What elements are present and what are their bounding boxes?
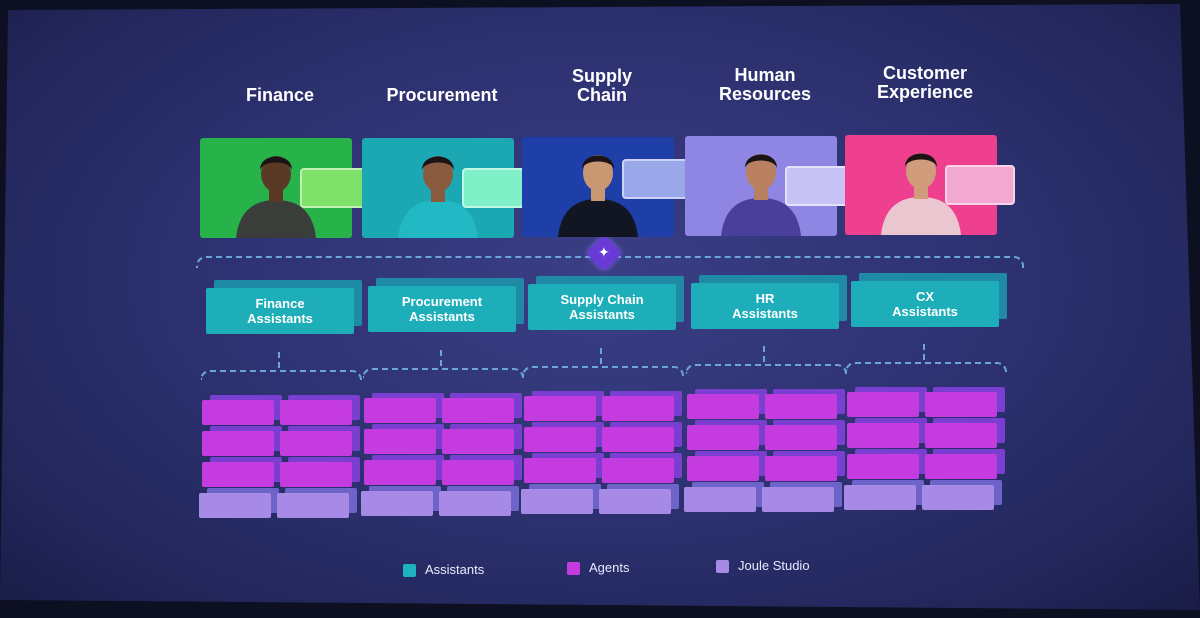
column-title-human-resources: Human Resources	[718, 65, 812, 104]
legend-label-agents: Agents	[589, 560, 630, 575]
bracket-stem-supply-chain	[600, 348, 602, 364]
legend-swatch-assistants	[403, 564, 416, 577]
agent-block-procurement	[364, 460, 436, 485]
studio-block-human-resources	[684, 487, 756, 512]
legend-swatch-joule-studio	[716, 560, 729, 573]
agent-block-finance	[202, 462, 274, 487]
agent-block-supply-chain	[602, 427, 674, 452]
agent-group-bracket-finance	[200, 370, 362, 380]
agent-group-bracket-supply-chain	[522, 366, 684, 376]
agent-block-customer-experience	[847, 392, 919, 417]
ui-widget-human-resources	[785, 166, 855, 206]
agent-block-finance	[280, 400, 352, 425]
agent-block-supply-chain	[524, 427, 596, 452]
agent-block-finance	[202, 431, 274, 456]
agent-block-human-resources	[687, 456, 759, 481]
agent-block-procurement	[442, 398, 514, 423]
agent-group-bracket-human-resources	[685, 364, 847, 374]
agent-block-customer-experience	[847, 454, 919, 479]
agent-block-human-resources	[765, 425, 837, 450]
person-illustration	[398, 156, 478, 238]
assistant-card-procurement: Procurement Assistants	[368, 286, 516, 332]
legend-label-assistants: Assistants	[425, 562, 485, 577]
studio-block-supply-chain	[521, 489, 593, 514]
agent-block-customer-experience	[925, 423, 997, 448]
agent-block-procurement	[442, 460, 514, 485]
column-title-supply-chain: Supply Chain	[571, 66, 633, 105]
agent-block-human-resources	[687, 394, 759, 419]
legend-swatch-agents	[567, 562, 580, 575]
agent-block-supply-chain	[602, 396, 674, 421]
agent-block-procurement	[364, 398, 436, 423]
column-title-procurement: Procurement	[386, 85, 498, 105]
studio-block-human-resources	[762, 487, 834, 512]
agent-block-customer-experience	[847, 423, 919, 448]
agent-block-human-resources	[687, 425, 759, 450]
sparkle-icon: ✦	[598, 244, 610, 260]
agent-block-finance	[280, 431, 352, 456]
agent-block-human-resources	[765, 394, 837, 419]
agent-block-supply-chain	[524, 396, 596, 421]
studio-block-finance	[277, 493, 349, 518]
assistant-card-customer-experience: CX Assistants	[851, 281, 999, 327]
bracket-stem-finance	[278, 352, 280, 368]
assistant-card-human-resources: HR Assistants	[691, 283, 839, 329]
assistant-card-finance: Finance Assistants	[206, 288, 354, 334]
studio-block-supply-chain	[599, 489, 671, 514]
person-illustration	[236, 156, 316, 238]
studio-block-procurement	[439, 491, 511, 516]
ui-widget-finance	[300, 168, 370, 208]
agent-block-customer-experience	[925, 392, 997, 417]
studio-block-procurement	[361, 491, 433, 516]
studio-block-customer-experience	[922, 485, 994, 510]
studio-block-customer-experience	[844, 485, 916, 510]
ui-widget-procurement	[462, 168, 532, 208]
studio-block-finance	[199, 493, 271, 518]
assistant-card-supply-chain: Supply Chain Assistants	[528, 284, 676, 330]
bracket-stem-procurement	[440, 350, 442, 366]
agent-block-finance	[202, 400, 274, 425]
agent-block-procurement	[364, 429, 436, 454]
person-illustration	[721, 154, 801, 236]
agent-block-finance	[280, 462, 352, 487]
bracket-stem-customer-experience	[923, 344, 925, 360]
ui-widget-supply-chain	[622, 159, 692, 199]
person-illustration	[881, 153, 961, 235]
bracket-stem-human-resources	[763, 346, 765, 362]
legend-label-joule-studio: Joule Studio	[738, 558, 810, 573]
agent-block-customer-experience	[925, 454, 997, 479]
agent-block-supply-chain	[602, 458, 674, 483]
agent-block-human-resources	[765, 456, 837, 481]
agent-block-supply-chain	[524, 458, 596, 483]
column-title-finance: Finance	[245, 85, 315, 105]
agent-group-bracket-customer-experience	[845, 362, 1007, 372]
ui-widget-customer-experience	[945, 165, 1015, 205]
agent-block-procurement	[442, 429, 514, 454]
person-illustration	[558, 155, 638, 237]
column-title-customer-experience: Customer Experience	[876, 63, 974, 102]
agent-group-bracket-procurement	[362, 368, 524, 378]
